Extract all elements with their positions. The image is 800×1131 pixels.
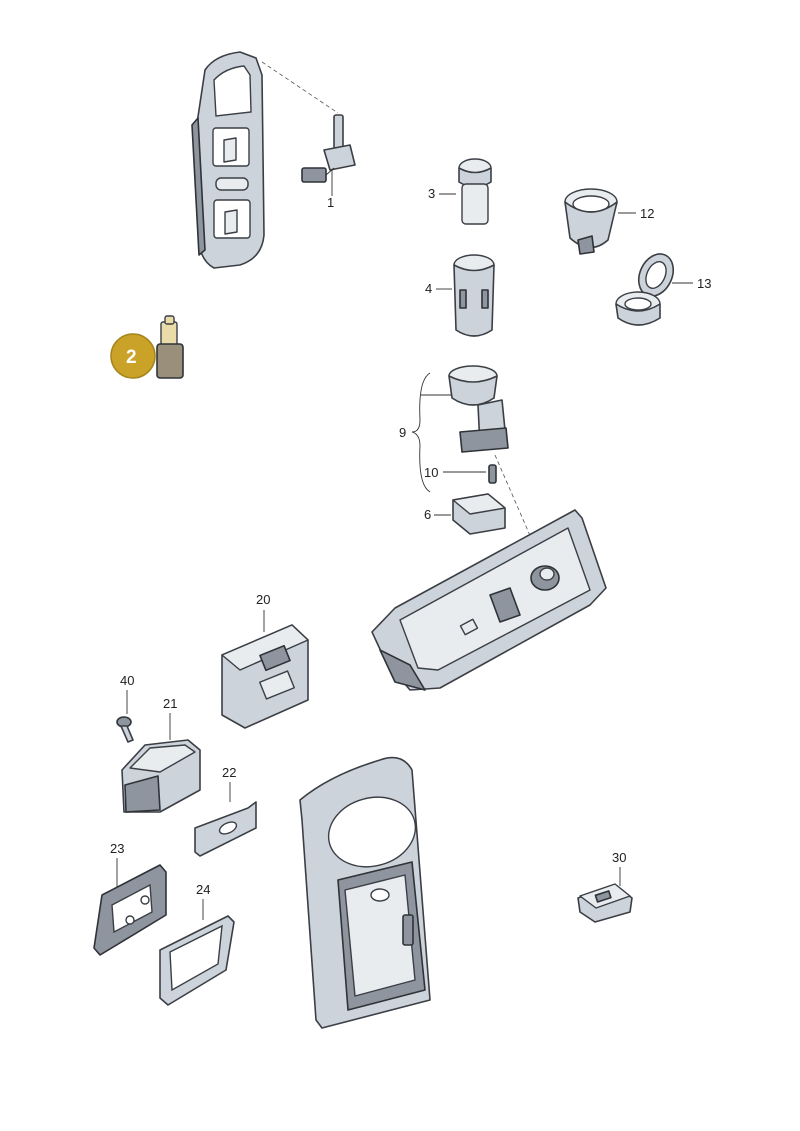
part-4-socket: [453, 254, 495, 337]
callout-23: 23: [110, 841, 124, 856]
bracket-9: [411, 372, 431, 493]
part-24-frame: [159, 915, 235, 1006]
part-10-pin: [488, 464, 497, 484]
callout-3: 3: [428, 186, 435, 201]
part-20-control-unit: [221, 624, 309, 729]
callout-1: 1: [327, 195, 334, 210]
part-3-lighter-insert: [458, 158, 492, 225]
part-40-screw: [116, 716, 134, 743]
callout-30: 30: [612, 850, 626, 865]
console-tray-part: [371, 509, 607, 691]
part-6-connector: [452, 493, 506, 535]
console-trim-part: [299, 756, 431, 1029]
callout-24: 24: [196, 882, 210, 897]
switch-bezel-part: [191, 51, 265, 269]
callout-13: 13: [697, 276, 711, 291]
part-2-switch: [156, 315, 184, 379]
callout-badge: [110, 333, 156, 379]
callout-10: 10: [424, 465, 438, 480]
callout-20: 20: [256, 592, 270, 607]
part-13-cap: [615, 253, 675, 326]
part-22-plate: [194, 801, 257, 857]
part-30-switch: [577, 883, 633, 923]
part-1-pin: [301, 114, 356, 183]
callout-2: 2: [126, 347, 137, 368]
callout-4: 4: [425, 281, 432, 296]
part-9-socket-assembly: [448, 365, 509, 453]
callout-22: 22: [222, 765, 236, 780]
callout-6: 6: [424, 507, 431, 522]
part-23-bracket: [93, 864, 167, 956]
callout-21: 21: [163, 696, 177, 711]
part-21-switch-module: [121, 739, 201, 813]
part-12-cup: [564, 188, 618, 255]
assembly-line: [261, 61, 339, 114]
callout-40: 40: [120, 673, 134, 688]
callout-9: 9: [399, 425, 406, 440]
callout-12: 12: [640, 206, 654, 221]
